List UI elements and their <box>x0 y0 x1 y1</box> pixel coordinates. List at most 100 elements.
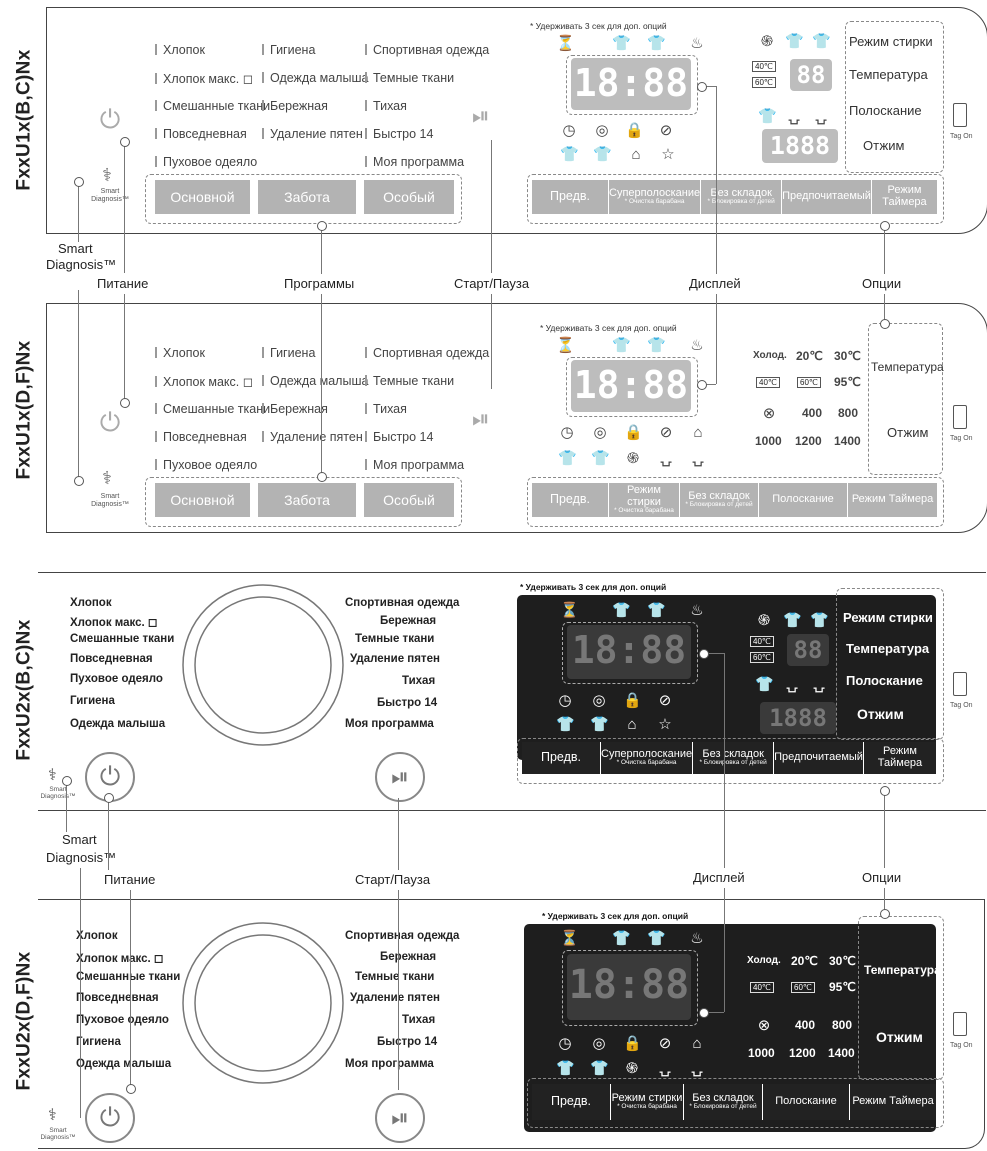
start-pause-button[interactable]: ⏯ <box>472 103 490 128</box>
smart-diagnosis-icon[interactable]: ⚕ <box>48 767 57 784</box>
program-buttons-group <box>145 477 462 527</box>
tag-on-icon <box>953 672 967 696</box>
start-pause-button[interactable]: ⏯ <box>375 1093 425 1143</box>
timer-mode-button[interactable]: Режим Таймера <box>851 493 934 506</box>
tag-on-label: Tag On <box>950 133 973 140</box>
timer-mode-button[interactable]: Режим Таймера <box>852 1095 934 1108</box>
smart-diagnosis-icon[interactable]: ⚕ <box>48 1107 57 1124</box>
leader-line <box>491 294 492 389</box>
program-dial[interactable] <box>178 918 348 1088</box>
smart-diagnosis-icon[interactable]: ⚕ <box>102 468 112 488</box>
program-dial[interactable] <box>178 580 348 750</box>
no-crease-button[interactable]: Без складок* Блокировка от детей <box>701 180 783 214</box>
rinse-icon: ⍽ <box>786 676 798 693</box>
prewash-button[interactable]: Предв. <box>532 1084 611 1120</box>
rinse-icon: ⍽ <box>660 450 672 467</box>
leader-line <box>321 226 322 274</box>
hold-hint: * Удерживать 3 сек для доп. опций <box>520 582 667 592</box>
dial-dark: Темные ткани <box>355 633 435 645</box>
temperature-label: Температура <box>871 360 944 374</box>
program-quick14: Быстро 14 <box>365 127 433 141</box>
leader-line <box>321 294 322 476</box>
program-buttons-group <box>145 174 462 224</box>
timer-mode-button[interactable]: Режим Таймера <box>877 745 923 769</box>
start-pause-button[interactable]: ⏯ <box>472 406 490 431</box>
temp-40-badge: 40℃ <box>750 636 774 647</box>
program-stain: Удаление пятен <box>262 127 363 141</box>
wash-mode-button[interactable]: Режим стирки* Очистка барабана <box>611 1084 684 1120</box>
display-screen: 18:88 <box>571 360 691 412</box>
prewash-button[interactable]: Предв. <box>532 180 609 214</box>
program-duvet: Пуховое одеяло <box>155 155 257 169</box>
care-button[interactable]: Забота <box>258 483 356 517</box>
callout-dot <box>699 1008 709 1018</box>
shirt-icon: 👕 <box>785 33 804 50</box>
temp-cold: Холод. <box>753 350 787 361</box>
callout-dot <box>697 82 707 92</box>
smart-diagnosis-icon[interactable]: ⚕ <box>102 165 112 185</box>
shirt-icon: 👕 <box>590 1060 609 1077</box>
basic-button[interactable]: Основной <box>155 180 250 214</box>
lock-icon: 🔒 <box>624 424 643 441</box>
wash-mode-button[interactable]: Режим стирки* Очистка барабана <box>609 483 680 517</box>
callout-dot <box>126 1084 136 1094</box>
spin-800: 800 <box>832 1018 853 1032</box>
no-crease-button[interactable]: Без складок* Блокировка от детей <box>684 1084 763 1120</box>
super-rinse-button[interactable]: Суперполоскание* Очистка барабана <box>609 180 702 214</box>
dial-cotton-max: Хлопок макс. ◻ <box>76 953 164 965</box>
program-dark: Темные ткани <box>365 71 454 85</box>
leader-line <box>884 226 885 274</box>
start-pause-button[interactable]: ⏯ <box>375 752 425 802</box>
display-outline <box>562 622 698 684</box>
no-crease-button[interactable]: Без складок* Блокировка от детей <box>693 742 775 774</box>
program-sport: Спортивная одежда <box>365 43 489 57</box>
shirt-icon: 👕 <box>590 716 609 733</box>
power-button[interactable]: ⏻ <box>99 104 121 134</box>
temp-display: 88 <box>790 59 832 91</box>
special-button[interactable]: Особый <box>364 483 454 517</box>
program-delicate: Бережная <box>262 402 328 416</box>
care-button[interactable]: Забота <box>258 180 356 214</box>
dial-mixed: Смешанные ткани <box>70 633 175 645</box>
dial-duvet: Пуховое одеяло <box>76 1014 169 1026</box>
star-icon: ☆ <box>661 146 675 163</box>
leader-line <box>724 653 725 868</box>
display-screen: 18:88 <box>571 58 691 110</box>
hold-hint: * Удерживать 3 сек для доп. опций <box>530 21 667 31</box>
favourite-button[interactable]: Предпочитаемый <box>782 180 872 214</box>
favourite-button[interactable]: Предпочитаемый <box>774 742 864 774</box>
program-my: Моя программа <box>365 155 464 169</box>
no-crease-button[interactable]: Без складок* Блокировка от детей <box>680 483 759 517</box>
no-spin-icon: ⊗ <box>757 1017 771 1034</box>
program-sport: Спортивная одежда <box>365 346 489 360</box>
dial-hygiene: Гигиена <box>70 695 115 707</box>
leader-line <box>108 798 109 870</box>
rinse-button[interactable]: Полоскание <box>759 483 848 517</box>
temp-40-badge: 40℃ <box>756 377 780 388</box>
special-button[interactable]: Особый <box>364 180 454 214</box>
display-callout: Дисплей <box>693 870 745 885</box>
timer-mode-button[interactable]: Режим Таймера <box>882 184 927 208</box>
smart-callout: Smart <box>58 241 93 256</box>
options-bar-outline <box>517 738 944 784</box>
basic-button[interactable]: Основной <box>155 483 250 517</box>
shirt-icon: 👕 <box>647 337 666 354</box>
temperature-label: Температура <box>849 67 928 82</box>
spin-icon: ֍ <box>625 1060 639 1077</box>
super-rinse-button[interactable]: Суперполоскание* Очистка барабана <box>601 742 694 774</box>
leader-line <box>398 798 399 870</box>
dial-quiet: Тихая <box>402 675 436 687</box>
power-button[interactable]: ⏻ <box>99 407 121 437</box>
shirt-icon: 👕 <box>647 602 666 619</box>
power-button[interactable]: ⏻ <box>85 1093 135 1143</box>
program-delicate: Бережная <box>262 99 328 113</box>
rinse-button[interactable]: Полоскание <box>763 1084 850 1120</box>
spin-label: Отжим <box>863 138 905 153</box>
spin-display: 1888 <box>760 702 836 734</box>
smart-callout: Smart <box>62 832 97 847</box>
prewash-button[interactable]: Предв. <box>532 483 609 517</box>
prewash-button[interactable]: Предв. <box>522 742 601 774</box>
spin-label: Отжим <box>887 425 929 440</box>
